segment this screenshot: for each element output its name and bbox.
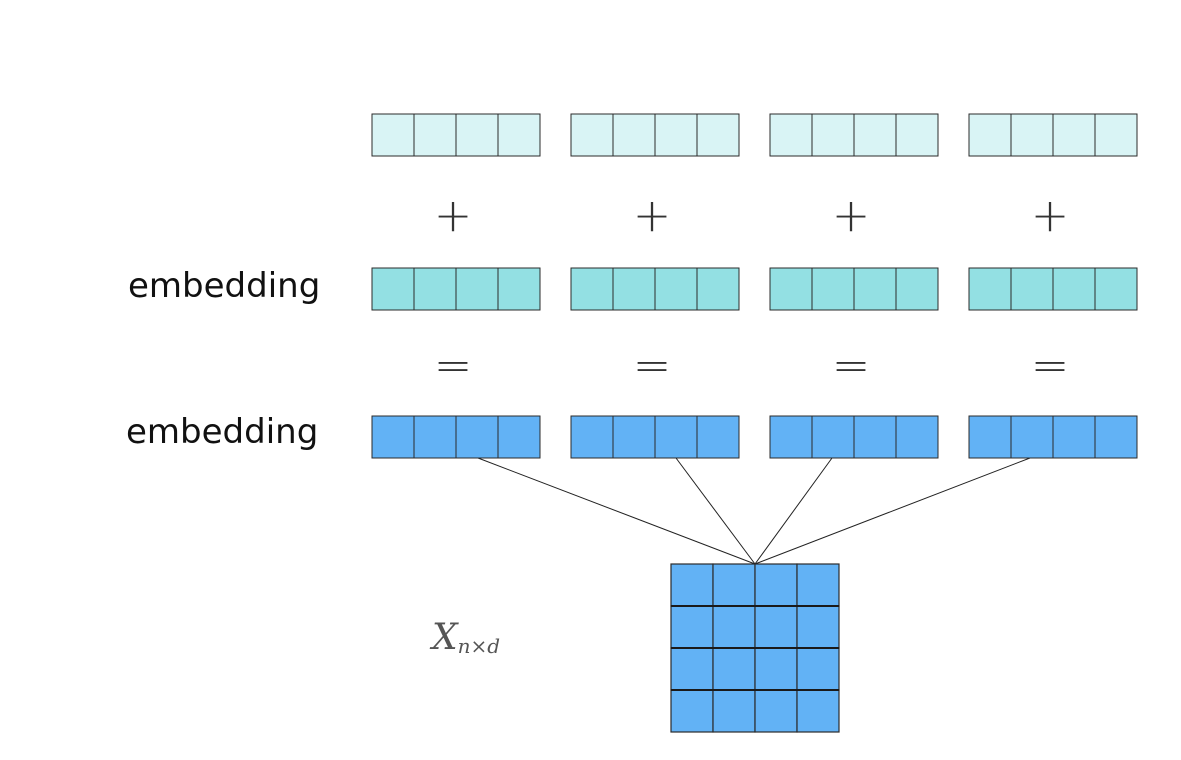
row-3-vector-2-cell-2 bbox=[612, 415, 656, 459]
connector-line-4 bbox=[754, 457, 1031, 565]
matrix-cell-r1-c3 bbox=[754, 563, 798, 607]
matrix-cell-r1-c2 bbox=[712, 563, 756, 607]
row-2-vector-2-cell-1 bbox=[570, 267, 614, 311]
row-1-vector-3-cell-2 bbox=[811, 113, 855, 157]
row-1-vector-2-cell-2 bbox=[612, 113, 656, 157]
row-3-vector-4-cell-1 bbox=[968, 415, 1012, 459]
equals-sign-4: = bbox=[1030, 338, 1070, 392]
row-1-vector-3-cell-3 bbox=[853, 113, 897, 157]
row-1-vector-1-cell-1 bbox=[371, 113, 415, 157]
row-3-vector-2-cell-4 bbox=[696, 415, 740, 459]
row-3-vector-3-cell-4 bbox=[895, 415, 939, 459]
row-2-vector-1-cell-2 bbox=[413, 267, 457, 311]
row-3-vector-2-cell-3 bbox=[654, 415, 698, 459]
matrix-label-main: X bbox=[432, 617, 458, 658]
row-1-vector-1-cell-2 bbox=[413, 113, 457, 157]
row-3-vector-1-cell-4 bbox=[497, 415, 541, 459]
matrix-cell-r2-c2 bbox=[712, 605, 756, 649]
row-1-vector-2-cell-4 bbox=[696, 113, 740, 157]
row-3-vector-1-cell-3 bbox=[455, 415, 499, 459]
row-2-vector-1-cell-1 bbox=[371, 267, 415, 311]
row-3-vector-2-cell-1 bbox=[570, 415, 614, 459]
row-1-vector-4-cell-4 bbox=[1094, 113, 1138, 157]
row-2-vector-2-cell-4 bbox=[696, 267, 740, 311]
row-2-vector-4-cell-2 bbox=[1010, 267, 1054, 311]
matrix-label: Xn×d bbox=[432, 617, 501, 659]
row-2-vector-3-cell-1 bbox=[769, 267, 813, 311]
matrix-cell-r2-c4 bbox=[796, 605, 840, 649]
matrix-cell-r3-c2 bbox=[712, 647, 756, 691]
connector-line-2 bbox=[675, 457, 756, 565]
row-2-vector-3-cell-4 bbox=[895, 267, 939, 311]
row-2-vector-3-cell-3 bbox=[853, 267, 897, 311]
matrix-label-sub: n×d bbox=[457, 634, 501, 659]
plus-sign-2: + bbox=[632, 188, 672, 242]
row-1-vector-2-cell-3 bbox=[654, 113, 698, 157]
matrix-cell-r4-c3 bbox=[754, 689, 798, 733]
row-3-vector-3-cell-2 bbox=[811, 415, 855, 459]
row-3-vector-1-cell-1 bbox=[371, 415, 415, 459]
matrix-cell-r2-c3 bbox=[754, 605, 798, 649]
row-1-vector-4-cell-3 bbox=[1052, 113, 1096, 157]
row-3-vector-4-cell-3 bbox=[1052, 415, 1096, 459]
matrix-cell-r3-c1 bbox=[670, 647, 714, 691]
matrix-cell-r2-c1 bbox=[670, 605, 714, 649]
row-3-vector-3-cell-3 bbox=[853, 415, 897, 459]
row-3-vector-3-cell-1 bbox=[769, 415, 813, 459]
equals-sign-3: = bbox=[831, 338, 871, 392]
matrix-cell-r4-c2 bbox=[712, 689, 756, 733]
matrix-cell-r1-c1 bbox=[670, 563, 714, 607]
row-2-vector-2-cell-3 bbox=[654, 267, 698, 311]
connector-line-1 bbox=[477, 457, 756, 565]
row-3-vector-4-cell-2 bbox=[1010, 415, 1054, 459]
plus-sign-1: + bbox=[433, 188, 473, 242]
plus-sign-4: + bbox=[1030, 188, 1070, 242]
row-1-vector-3-cell-4 bbox=[895, 113, 939, 157]
row-1-vector-3-cell-1 bbox=[769, 113, 813, 157]
row-2-vector-3-cell-2 bbox=[811, 267, 855, 311]
row-3-vector-4-cell-4 bbox=[1094, 415, 1138, 459]
row-2-vector-1-cell-3 bbox=[455, 267, 499, 311]
matrix-cell-r1-c4 bbox=[796, 563, 840, 607]
matrix-cell-r3-c3 bbox=[754, 647, 798, 691]
row-label-embedding: embedding bbox=[128, 266, 321, 306]
row-1-vector-4-cell-2 bbox=[1010, 113, 1054, 157]
row-1-vector-4-cell-1 bbox=[968, 113, 1012, 157]
row-2-vector-1-cell-4 bbox=[497, 267, 541, 311]
row-label-embedding-result: embedding bbox=[126, 412, 319, 452]
matrix-cell-r4-c1 bbox=[670, 689, 714, 733]
connector-line-3 bbox=[754, 457, 833, 565]
equals-sign-1: = bbox=[433, 338, 473, 392]
matrix-cell-r4-c4 bbox=[796, 689, 840, 733]
row-1-vector-2-cell-1 bbox=[570, 113, 614, 157]
row-2-vector-4-cell-4 bbox=[1094, 267, 1138, 311]
row-3-vector-1-cell-2 bbox=[413, 415, 457, 459]
row-1-vector-1-cell-3 bbox=[455, 113, 499, 157]
matrix-cell-r3-c4 bbox=[796, 647, 840, 691]
plus-sign-3: + bbox=[831, 188, 871, 242]
equals-sign-2: = bbox=[632, 338, 672, 392]
row-2-vector-4-cell-1 bbox=[968, 267, 1012, 311]
row-2-vector-4-cell-3 bbox=[1052, 267, 1096, 311]
row-2-vector-2-cell-2 bbox=[612, 267, 656, 311]
row-1-vector-1-cell-4 bbox=[497, 113, 541, 157]
